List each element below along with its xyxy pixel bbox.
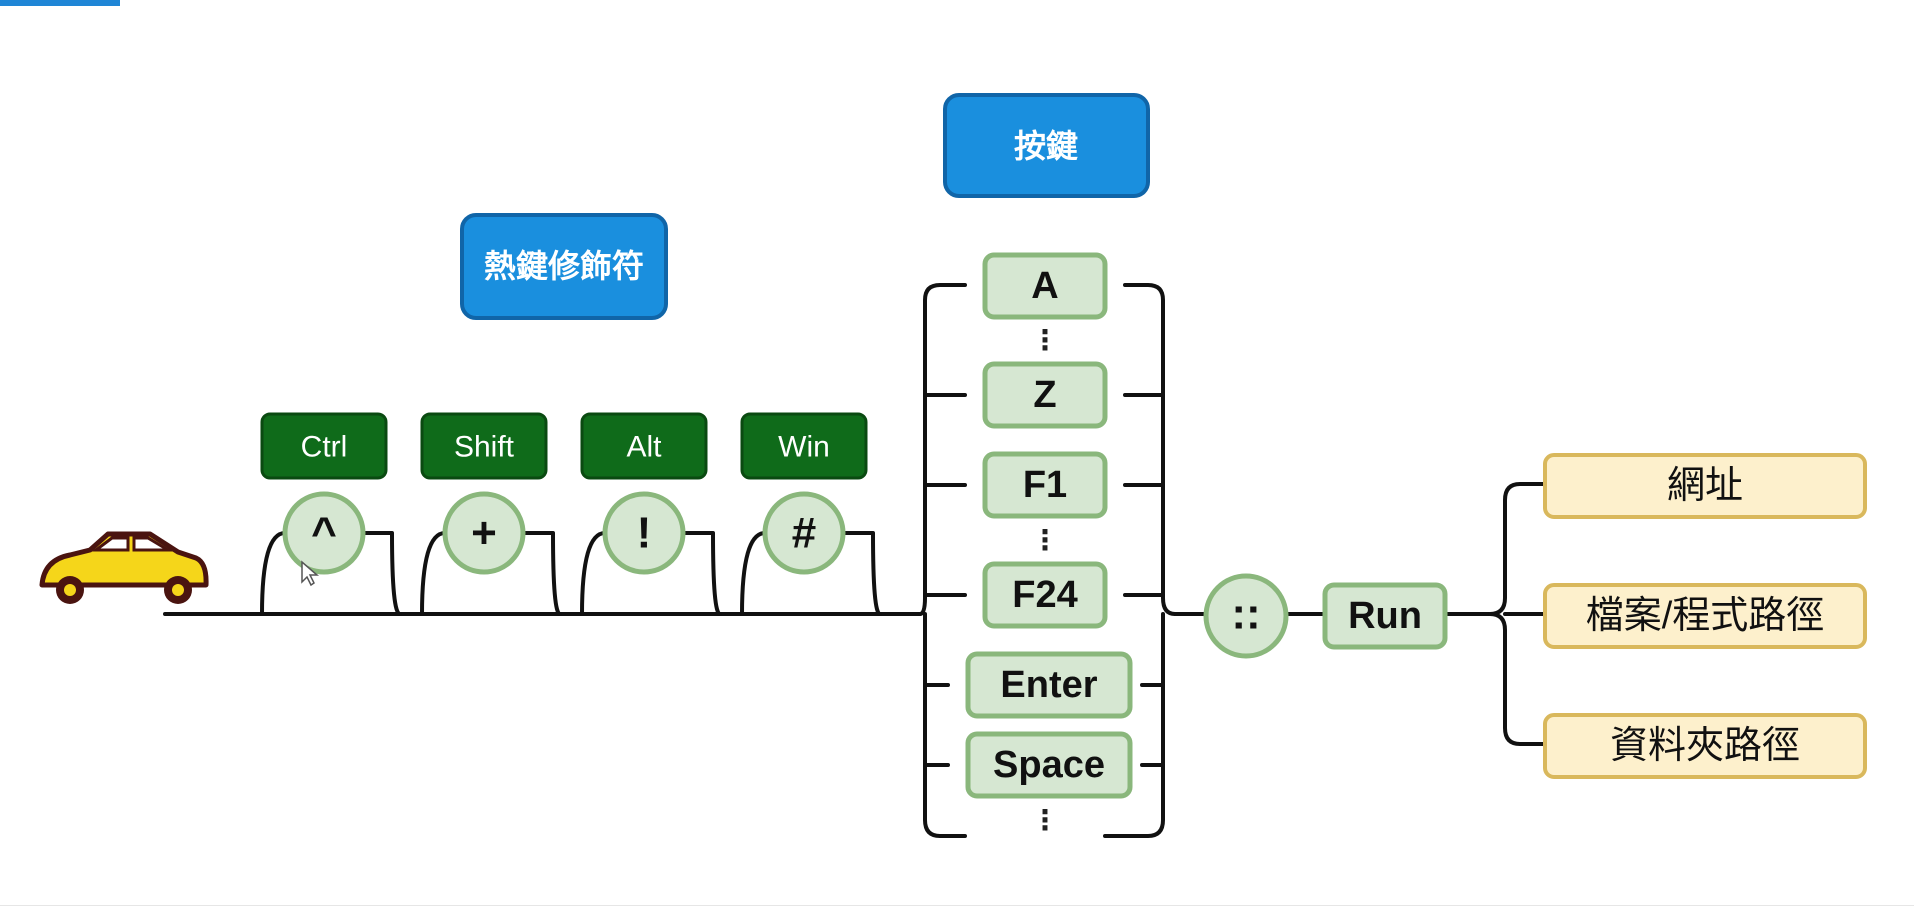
key-f1-label: F1 <box>1023 464 1067 506</box>
modifier-win: Win <box>740 412 868 480</box>
modifier-header-label: 熱鍵修飾符 <box>484 248 644 284</box>
symbol-shift: + <box>442 491 526 575</box>
key-enter-label: Enter <box>1000 664 1097 706</box>
target-folder-path: 資料夾路徑 <box>1543 713 1867 779</box>
key-z-label: Z <box>1033 374 1056 416</box>
run-label: Run <box>1348 595 1422 637</box>
key-a: A <box>982 252 1108 320</box>
symbol-alt: ! <box>602 491 686 575</box>
mouse-cursor-icon <box>301 560 320 587</box>
symbol-ctrl-label: ^ <box>311 509 337 558</box>
symbol-win: # <box>762 491 846 575</box>
modifier-alt-label: Alt <box>626 431 662 464</box>
keys-right-bracket-top <box>1123 283 1177 616</box>
key-header-label: 按鍵 <box>1014 128 1078 164</box>
keys-left-bracket-top <box>918 283 967 616</box>
modifier-win-label: Win <box>778 431 830 464</box>
modifier-ctrl: Ctrl <box>260 412 388 480</box>
key-ellipsis-1: ⋮ <box>1031 325 1059 356</box>
modifier-header: 熱鍵修飾符 <box>460 213 668 320</box>
modifier-shift-label: Shift <box>454 431 515 464</box>
car-icon <box>39 531 209 604</box>
separator-node: :: <box>1203 573 1289 659</box>
separator-label: :: <box>1231 590 1260 639</box>
modifier-labels: Ctrl Shift Alt Win <box>260 412 868 480</box>
symbol-ctrl: ^ <box>282 491 366 575</box>
modifier-symbols: ^ + ! # <box>282 491 846 575</box>
symbol-shift-label: + <box>471 509 497 558</box>
modifier-shift: Shift <box>420 412 548 480</box>
key-a-label: A <box>1031 265 1058 307</box>
symbol-alt-label: ! <box>637 509 652 558</box>
key-space-label: Space <box>993 744 1105 786</box>
keys-right-bracket-bottom <box>1103 612 1165 838</box>
target-folder-path-label: 資料夾路徑 <box>1610 725 1800 767</box>
modifier-ctrl-label: Ctrl <box>301 431 348 464</box>
target-url-label: 網址 <box>1667 465 1743 507</box>
key-f24: F24 <box>982 561 1108 629</box>
branch-folder <box>1488 612 1547 746</box>
keys-left-bracket-bottom <box>923 612 967 838</box>
bottom-divider <box>0 905 1914 906</box>
target-file-path: 檔案/程式路徑 <box>1543 583 1867 649</box>
modifier-alt: Alt <box>580 412 708 480</box>
key-f1: F1 <box>982 451 1108 519</box>
target-url: 網址 <box>1543 453 1867 519</box>
key-ellipsis-3: ⋮ <box>1031 805 1059 836</box>
key-ellipsis-2: ⋮ <box>1031 525 1059 556</box>
key-space: Space <box>965 731 1133 799</box>
diagram-rails <box>163 283 1547 838</box>
run-node: Run <box>1322 582 1448 650</box>
key-f24-label: F24 <box>1012 574 1077 616</box>
key-header: 按鍵 <box>943 93 1150 198</box>
key-z: Z <box>982 361 1108 429</box>
key-enter: Enter <box>965 651 1133 719</box>
branch-url <box>1488 482 1547 616</box>
top-accent-bar <box>0 0 120 6</box>
key-options: A ⋮ Z F1 ⋮ F24 Enter Space <box>965 252 1133 836</box>
target-options: 網址 檔案/程式路徑 資料夾路徑 <box>1543 453 1867 779</box>
target-file-path-label: 檔案/程式路徑 <box>1586 595 1825 637</box>
symbol-win-label: # <box>792 509 816 558</box>
